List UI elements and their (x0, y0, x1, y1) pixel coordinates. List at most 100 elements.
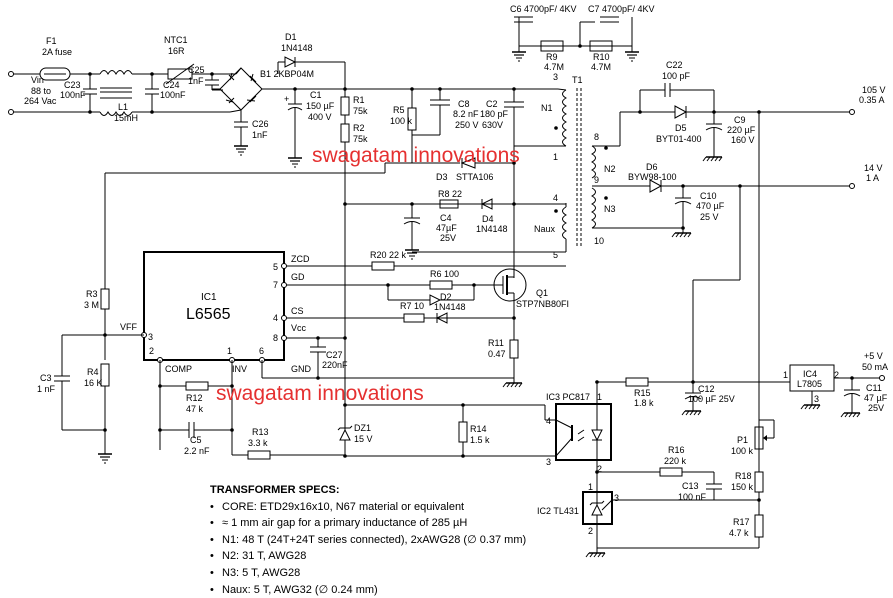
gate-drive: R20 22 k R6 100 D2 1N4148 R7 10 Q1 STP7N… (261, 250, 569, 456)
transformer-specs: TRANSFORMER SPECS: •CORE: ETD29x16x10, N… (210, 482, 526, 598)
dz1-value: 15 V (354, 434, 373, 444)
spec-line: •≈ 1 mm air gap for a primary inductance… (210, 517, 468, 530)
c9-value-1: 220 µF (727, 125, 756, 135)
winding-n3 (590, 187, 596, 229)
ic3-pin2: 2 (597, 464, 602, 474)
ic2-label: IC2 TL431 (537, 506, 579, 516)
r2-value: 75k (353, 134, 368, 144)
vin-label: Vin (31, 75, 44, 85)
ntc1-label: NTC1 (164, 35, 188, 45)
c13-value: 100 nF (678, 492, 707, 502)
r3-value: 3 M (84, 300, 99, 310)
ic3-pin4: 4 (546, 416, 551, 426)
diode-d5 (674, 105, 688, 119)
t1-pin9: 9 (594, 175, 599, 185)
d3-label: D3 (436, 172, 448, 182)
resistor-r12 (185, 381, 209, 391)
c1-label: C1 (310, 90, 322, 100)
zener-dz1 (339, 428, 351, 441)
out-105v-current: 0.35 A (859, 95, 885, 105)
c10-label: C10 (700, 191, 717, 201)
c12-label: C12 (698, 384, 715, 394)
c23-value: 100nF (60, 90, 86, 100)
ic1-inv: INV (232, 364, 247, 374)
ic1-vcc: Vcc (291, 323, 307, 333)
r20-label: R20 22 k (370, 250, 407, 260)
r4-label: R4 (87, 367, 99, 377)
b1-label: B1 2KBP04M (260, 69, 314, 79)
out-14v: 14 V (864, 163, 883, 173)
t1-pin4: 4 (553, 193, 558, 203)
ic4-pin3: 3 (814, 394, 819, 404)
c22-label: C22 (666, 60, 683, 70)
ic3-pc817 (555, 403, 612, 461)
c3-label: C3 (40, 373, 52, 383)
mosfet-q1 (493, 268, 527, 302)
resistor-r6 (429, 280, 453, 290)
d4-value: 1N4148 (476, 224, 508, 234)
r17-label: R17 (733, 517, 750, 527)
svg-text:+: + (284, 94, 289, 104)
r11-value: 0.47 (488, 349, 506, 359)
q1-value: STP7NB80FI (516, 299, 569, 309)
watermark-bottom: swagatam innovations (216, 382, 424, 405)
t1-label: T1 (572, 75, 583, 85)
r9-label: R9 (546, 52, 558, 62)
c5-label: C5 (190, 435, 202, 445)
c24-label: C24 (163, 80, 180, 90)
ic4-value: L7805 (797, 379, 822, 389)
c22-value: 100 pF (662, 71, 691, 81)
r5-value: 100 k (390, 116, 413, 126)
ic1-block: IC1 L6565 ZCD GD CS Vcc GND VFF COMP INV… (120, 251, 345, 374)
c2-value-2: 630V (482, 120, 503, 130)
ic1-zcd: ZCD (291, 254, 310, 264)
output-14v: D6 BYW98-100 C10 470 µF 25 V 14 V 1 A (620, 162, 883, 382)
spec-line: •N1: 48 T (24T+24T series connected), 2x… (210, 533, 527, 546)
c8-value-1: 8.2 nF (453, 109, 479, 119)
resistor-r10 (589, 40, 613, 52)
resistor-r3 (100, 288, 110, 310)
c11-label: C11 (866, 383, 882, 393)
ntc1-value: 16R (168, 46, 185, 56)
diode-d1 (284, 56, 297, 68)
r12-label: R12 (186, 393, 203, 403)
c27-label: C27 (326, 350, 343, 360)
t1-pin5: 5 (553, 250, 558, 260)
ic1-pin8: 8 (273, 333, 278, 343)
c26-value: 1nF (252, 130, 268, 140)
ic1-pin5: 5 (273, 262, 278, 272)
circuit-schematic: Vin 88 to 264 Vac F1 2A fuse C23 100nF L… (8, 4, 888, 558)
resistor-r15 (625, 377, 649, 387)
ic1-pin2: 2 (149, 346, 154, 356)
r1-value: 75k (353, 106, 368, 116)
r18-value: 150 k (731, 482, 754, 492)
ic1-value: L6565 (186, 306, 231, 323)
r11-label: R11 (488, 338, 504, 348)
feedback-network: R3 3 M R4 16 K C3 1 nF R12 47 k C5 2.2 n… (37, 173, 556, 464)
c2-value-1: 180 pF (480, 109, 509, 119)
r7-label: R7 10 (400, 301, 424, 311)
ic3-block: IC3 PC817 1 2 3 4 (546, 380, 612, 474)
r18-label: R18 (735, 471, 752, 481)
out-14v-current: 1 A (866, 173, 879, 183)
diode-d6 (649, 179, 663, 193)
resistor-r1 (340, 96, 350, 116)
f1-value: 2A fuse (42, 47, 72, 57)
c11-value-1: 47 µF (864, 393, 888, 403)
c12-value: 100 µF 25V (688, 394, 735, 404)
resistor-r2 (340, 123, 350, 143)
p1-value: 100 k (731, 446, 754, 456)
input-section: Vin 88 to 264 Vac F1 2A fuse C23 100nF L… (8, 32, 345, 156)
ic1-gnd: GND (291, 364, 312, 374)
r2-label: R2 (353, 123, 365, 133)
spec-line: •Naux: 5 T, AWG32 (∅ 0.24 mm) (210, 583, 378, 596)
ic4-pin1: 1 (783, 370, 788, 380)
dz1-label: DZ1 (354, 423, 371, 433)
d1-label: D1 (285, 32, 297, 42)
ic4-pin2: 2 (834, 370, 839, 380)
d5-label: D5 (675, 123, 687, 133)
c4-value-1: 47µF (436, 223, 457, 233)
c4-value-2: 25V (440, 233, 456, 243)
d3-value: STTA106 (456, 172, 493, 182)
specs-title: TRANSFORMER SPECS: (210, 484, 340, 496)
